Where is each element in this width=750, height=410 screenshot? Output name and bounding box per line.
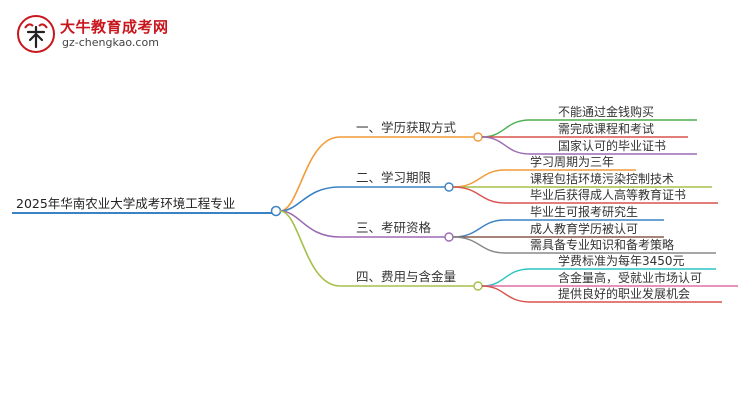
leaf-4-2: 含金量高，受就业市场认可 <box>558 270 702 285</box>
branch-3-connector <box>444 232 454 242</box>
branch-1-label: 一、学历获取方式 <box>356 120 457 135</box>
leaf-1-1: 不能通过金钱购买 <box>558 104 654 119</box>
root-connector <box>270 205 282 217</box>
site-logo[interactable]: 大牛教育成考网 gz-chengkao.com <box>16 14 186 58</box>
branch-4-label: 四、费用与含金量 <box>356 269 456 284</box>
leaf-4-1: 学费标准为每年3450元 <box>558 253 685 268</box>
branch-2-curve <box>279 186 341 212</box>
branch-3-curve <box>279 210 341 238</box>
leaf-1-3: 国家认可的毕业证书 <box>558 138 666 153</box>
root-node: 2025年华南农业大学成考环境工程专业 <box>12 196 282 217</box>
leaf-3-2: 成人教育学历被认可 <box>530 221 638 236</box>
branch-2: 二、学习期限 学习周期为三年 课程包括环境污染控制技术 毕业后获得成人高等教育证… <box>340 154 718 204</box>
branch-1: 一、学历获取方式 不能通过金钱购买 需完成课程和考试 国家认可的毕业证书 <box>340 104 697 155</box>
leaf-2-2: 课程包括环境污染控制技术 <box>530 171 674 186</box>
branch-3: 三、考研资格 毕业生可报考研究生 成人教育学历被认可 需具备专业知识和备考策略 <box>340 204 716 254</box>
branch-2-connector <box>444 182 454 192</box>
root-label: 2025年华南农业大学成考环境工程专业 <box>16 196 235 211</box>
bull-logo-icon <box>17 15 55 53</box>
site-name: 大牛教育成考网 <box>60 18 169 36</box>
branch-4-connector <box>473 281 483 291</box>
branch-3-label: 三、考研资格 <box>356 220 432 235</box>
leaf-2-1: 学习周期为三年 <box>530 154 614 169</box>
leaf-2-3: 毕业后获得成人高等教育证书 <box>530 187 686 202</box>
leaf-1-2: 需完成课程和考试 <box>558 121 654 136</box>
site-url: gz-chengkao.com <box>62 36 159 49</box>
branch-2-label: 二、学习期限 <box>356 170 432 185</box>
branch-4-curve <box>279 210 341 287</box>
leaf-4-3: 提供良好的职业发展机会 <box>558 286 690 301</box>
branch-1-curve <box>279 136 341 212</box>
leaf-3-3: 需具备专业知识和备考策略 <box>530 237 674 252</box>
leaf-3-1: 毕业生可报考研究生 <box>530 204 638 219</box>
branch-4: 四、费用与含金量 学费标准为每年3450元 含金量高，受就业市场认可 提供良好的… <box>340 253 738 303</box>
branch-1-connector <box>473 132 483 142</box>
